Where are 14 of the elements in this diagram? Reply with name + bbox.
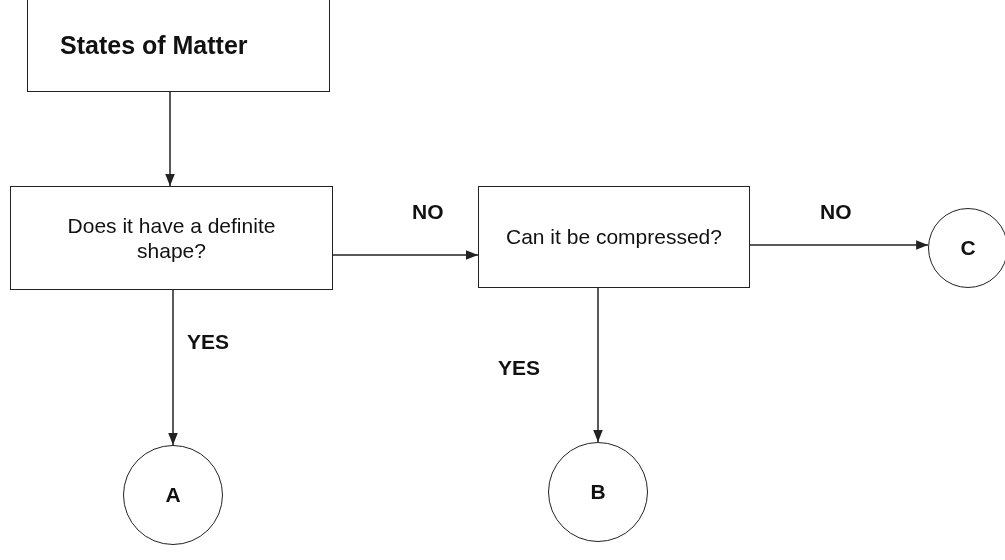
process-box	[27, 0, 330, 92]
arrow	[749, 240, 929, 250]
arrow	[168, 289, 178, 446]
arrow	[165, 91, 175, 187]
question-text: Does it have a definite shape?	[66, 212, 277, 264]
arrow	[593, 287, 603, 443]
arrow	[332, 250, 479, 260]
title-text: States of Matter	[60, 30, 248, 60]
process-box	[10, 186, 333, 290]
process-box	[478, 186, 750, 288]
question-text: Can it be compressed?	[506, 224, 722, 250]
connector-letter: A	[165, 482, 181, 508]
connector-letter: C	[960, 235, 976, 261]
connector-letter: B	[590, 479, 606, 505]
